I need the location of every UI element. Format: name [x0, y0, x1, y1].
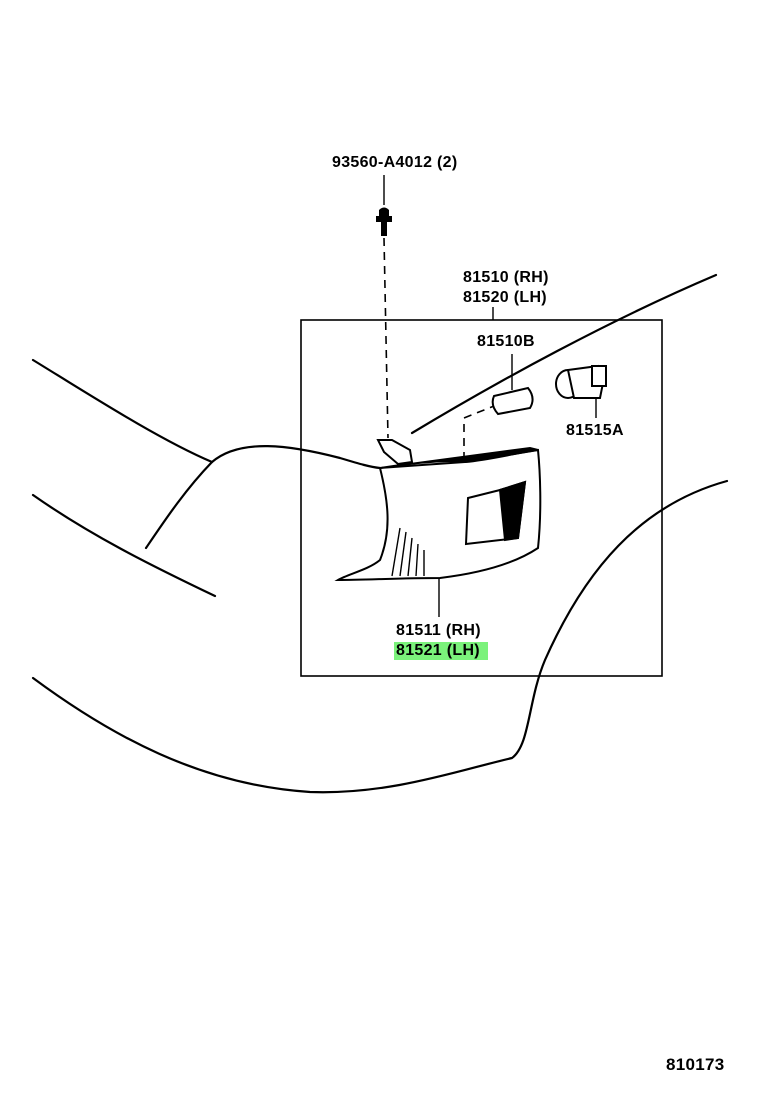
bolt-icon	[376, 207, 392, 236]
body-contour-wheel-arch	[144, 460, 214, 550]
label-bolt[interactable]: 93560-A4012 (2)	[332, 154, 458, 171]
label-bulb[interactable]: 81510B	[477, 333, 535, 350]
diagram-reference-number: 810173	[666, 1055, 725, 1074]
body-contour-lower-left	[31, 493, 217, 598]
hood-edge	[410, 273, 718, 435]
label-lens-lh[interactable]: 81521 (LH)	[394, 642, 488, 660]
dash-bulb	[463, 405, 495, 460]
label-socket[interactable]: 81515A	[566, 422, 624, 439]
dash-bolt	[383, 237, 389, 439]
socket-icon	[555, 364, 607, 399]
body-contour-upper	[31, 358, 382, 470]
assembly-frame	[300, 319, 663, 677]
lens-body	[334, 439, 542, 582]
label-lens-rh[interactable]: 81511 (RH)	[396, 622, 481, 639]
label-assembly-rh[interactable]: 81510 (RH)	[463, 269, 549, 286]
bumper-contour	[31, 479, 729, 794]
bulb-icon	[491, 386, 534, 416]
label-assembly-lh[interactable]: 81520 (LH)	[463, 289, 547, 306]
